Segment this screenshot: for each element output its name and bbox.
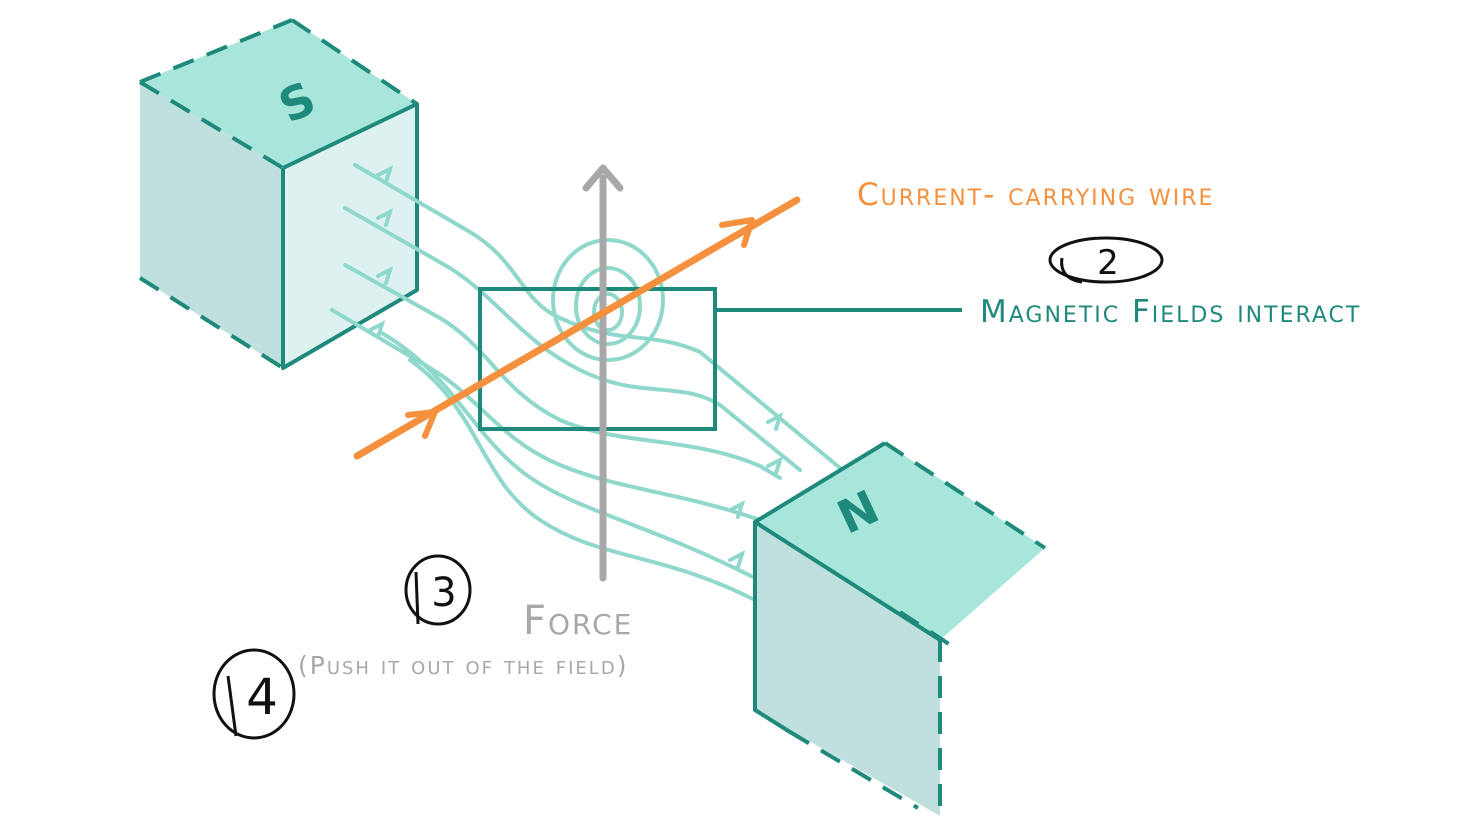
annotation-step-4-number: 4	[246, 668, 278, 726]
south-magnet-left-face	[140, 82, 283, 368]
wire-label: Current- carrying wire	[857, 177, 1214, 213]
wire-field-loop	[592, 292, 624, 332]
annotation-step-2: 2	[1048, 236, 1164, 284]
field-line	[378, 330, 757, 580]
magnetic-field-lines	[330, 163, 842, 602]
field-line	[343, 206, 802, 472]
push-label: (Push it out of the field)	[298, 651, 628, 680]
current-carrying-wire	[353, 196, 801, 460]
field-line	[353, 163, 842, 470]
annotation-step-3-number: 3	[431, 570, 456, 616]
wire-field-loop	[551, 238, 665, 362]
wire-arrowhead	[719, 217, 755, 248]
south-magnet-front-face	[283, 104, 417, 368]
interaction-region-box	[478, 287, 717, 431]
field-line	[408, 358, 757, 602]
interaction-label: Magnetic Fields interact	[980, 294, 1361, 330]
wire-arrowhead	[405, 409, 438, 439]
south-magnet-top-face	[140, 20, 417, 168]
force-arrow	[582, 164, 624, 582]
annotation-step-2-number: 2	[1097, 243, 1119, 283]
north-magnet-top-face	[755, 443, 1045, 640]
south-magnet: S	[138, 18, 419, 370]
field-line	[343, 263, 782, 480]
north-magnet-front-face	[755, 522, 940, 816]
annotation-step-3: 3	[404, 554, 472, 626]
annotation-step-4: 4	[212, 648, 296, 740]
wire-field-loop	[574, 266, 642, 346]
force-label: Force	[523, 598, 633, 644]
north-magnet: N	[753, 441, 1047, 816]
